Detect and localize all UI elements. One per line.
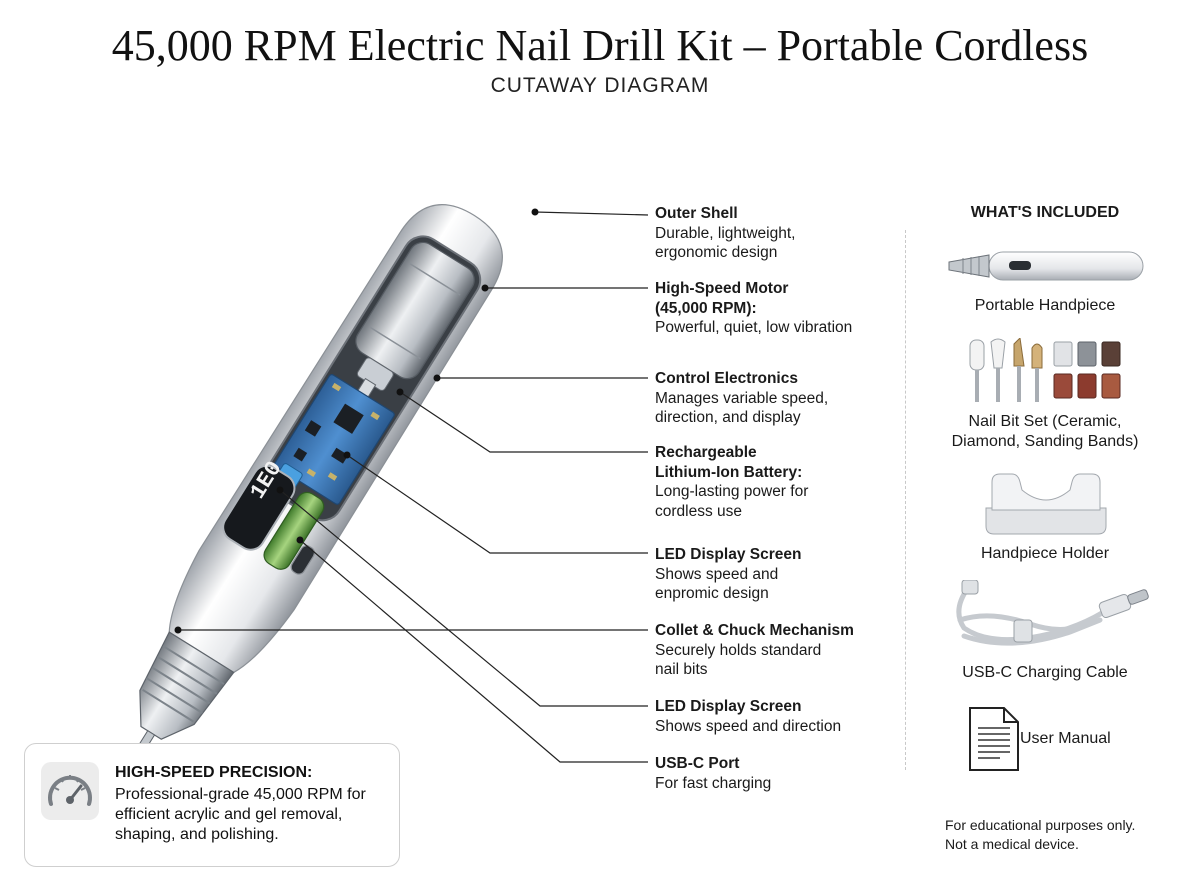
page-subtitle: CUTAWAY DIAGRAM: [490, 74, 710, 97]
callout-title: USB-C Port: [655, 755, 740, 772]
callout-desc: Shows speed and direction: [655, 717, 842, 735]
dot-usb: [296, 536, 304, 544]
holder-icon: [985, 473, 1107, 535]
callout-title: Collet & Chuck Mechanism: [655, 622, 854, 639]
callout-led-display-2: LED Display Screen Shows speed and direc…: [655, 697, 895, 736]
callout-usb-c: USB-C Port For fast charging: [655, 754, 895, 793]
leader-led-1: [346, 454, 648, 554]
leader-usb: [299, 539, 648, 763]
callout-desc: Shows speed and enpromic design: [655, 565, 779, 603]
dot-electronics: [433, 374, 441, 382]
dot-motor: [481, 284, 489, 292]
callout-desc: Manages variable speed, direction, and d…: [655, 389, 829, 427]
leader-outer-shell: [534, 211, 649, 216]
microchip: [333, 403, 364, 434]
included-cable-label: USB-C Charging Cable: [962, 664, 1128, 681]
included-bit-set-label: Nail Bit Set (Ceramic, Diamond, Sanding …: [951, 413, 1139, 450]
callout-electronics: Control Electronics Manages variable spe…: [655, 369, 895, 428]
page-title: 45,000 RPM Electric Nail Drill Kit – Por…: [111, 21, 1089, 70]
included-holder-label: Handpiece Holder: [980, 545, 1110, 562]
leader-led-2: [279, 489, 648, 707]
handpiece-icon: [948, 251, 1144, 281]
callout-title: High-Speed Motor (45,000 RPM):: [655, 280, 789, 317]
callout-battery: Rechargeable Lithium-Ion Battery: Long-l…: [655, 443, 895, 521]
included-manual-label: User Manual: [1020, 730, 1111, 747]
callout-motor: High-Speed Motor (45,000 RPM): Powerful,…: [655, 279, 895, 338]
drill-body: [109, 204, 503, 800]
dot-collet: [174, 626, 182, 634]
leader-lines: [178, 211, 649, 763]
control-pcb: [274, 374, 395, 505]
nail-bit-set-icon: [969, 338, 1121, 402]
battery-cell: [263, 491, 325, 570]
speedometer-icon-tile: [41, 762, 99, 820]
callout-led-display-1: LED Display Screen Shows speed and enpro…: [655, 545, 895, 604]
callout-desc: For fast charging: [655, 774, 772, 792]
speedometer-icon: [48, 775, 92, 806]
callout-desc: Securely holds standard nail bits: [655, 641, 822, 679]
dot-led-2: [276, 486, 284, 494]
section-divider: [905, 230, 906, 770]
callout-title: Rechargeable Lithium-Ion Battery:: [655, 444, 803, 481]
manual-icon: [969, 707, 1019, 771]
callout-outer-shell: Outer Shell Durable, lightweight, ergono…: [655, 204, 895, 263]
callout-desc: Powerful, quiet, low vibration: [655, 319, 853, 336]
callout-title: Outer Shell: [655, 205, 738, 222]
callout-collet: Collet & Chuck Mechanism Securely holds …: [655, 621, 895, 680]
dot-led-1: [343, 451, 351, 459]
disclaimer: For educational purposes only. Not a med…: [945, 817, 1136, 852]
usb-cable-icon: [956, 580, 1149, 646]
callout-desc: Durable, lightweight, ergonomic design: [655, 224, 796, 262]
leader-battery: [399, 391, 648, 453]
usb-c-port: [290, 545, 316, 575]
precision-title: HIGH-SPEED PRECISION:: [115, 764, 313, 781]
callout-title: LED Display Screen: [655, 546, 802, 563]
dot-outer-shell: [531, 208, 539, 216]
included-title: WHAT'S INCLUDED: [970, 204, 1120, 221]
callout-title: LED Display Screen: [655, 698, 802, 715]
dot-battery: [396, 388, 404, 396]
led-display: [222, 464, 296, 551]
precision-info-box: HIGH-SPEED PRECISION: Professional-grade…: [24, 743, 400, 867]
callout-title: Control Electronics: [655, 370, 798, 387]
precision-text: Professional-grade 45,000 RPM for effici…: [115, 786, 366, 843]
collet: [139, 631, 235, 740]
callout-desc: Long-lasting power for cordless use: [655, 483, 809, 520]
included-handpiece-label: Portable Handpiece: [974, 297, 1116, 314]
